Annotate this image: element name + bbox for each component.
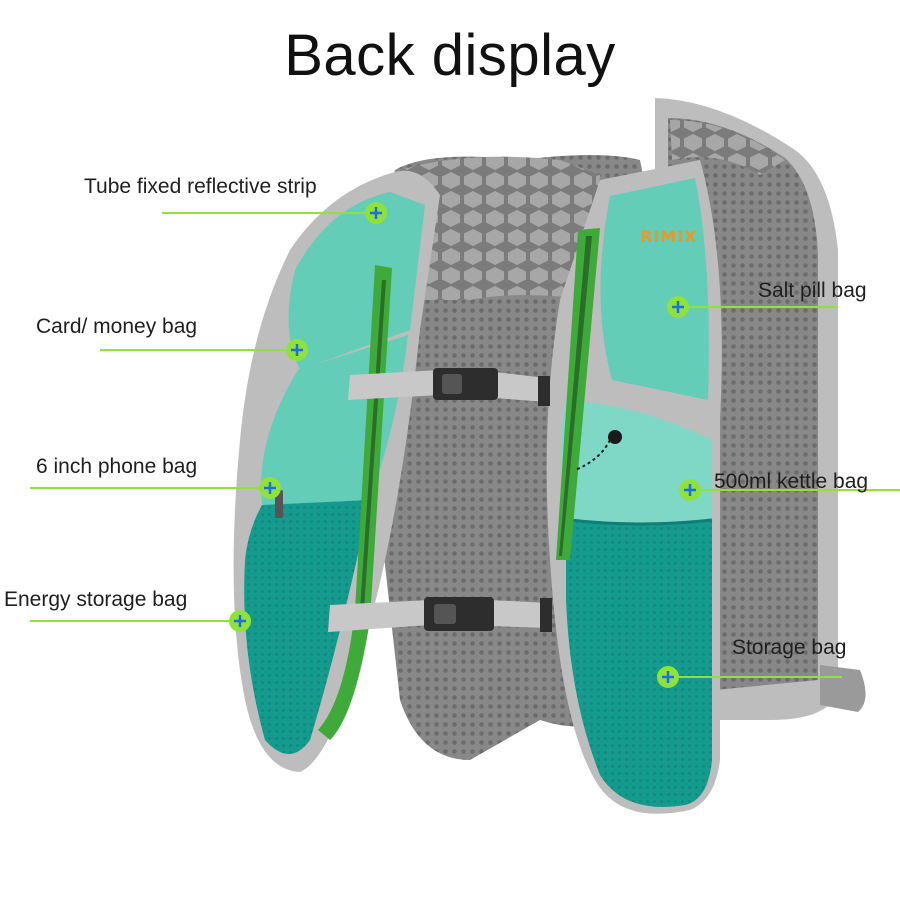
callout-label-salt: Salt pill bag xyxy=(758,279,867,302)
callout-label-storage: Storage bag xyxy=(732,636,847,659)
plus-circle-icon xyxy=(657,666,679,688)
right-front-panel: RIMIX xyxy=(546,160,722,814)
callout-lines xyxy=(30,212,900,678)
callout-label-kettle: 500ml kettle bag xyxy=(714,470,869,493)
left-front-panel xyxy=(233,170,440,773)
svg-text:RIMIX: RIMIX xyxy=(640,227,697,246)
sternum-strap-lower xyxy=(328,597,552,632)
plus-circle-icon xyxy=(286,339,308,361)
plus-circle-icon xyxy=(667,296,689,318)
callout-markers xyxy=(229,202,701,688)
callout-label-phone: 6 inch phone bag xyxy=(36,455,198,478)
plus-circle-icon xyxy=(229,610,251,632)
page-title: Back display xyxy=(284,23,616,88)
callout-label-tube: Tube fixed reflective strip xyxy=(84,175,317,198)
callout-label-energy: Energy storage bag xyxy=(4,588,188,611)
callout-label-card: Card/ money bag xyxy=(36,315,198,338)
plus-circle-icon xyxy=(259,477,281,499)
plus-circle-icon xyxy=(365,202,387,224)
plus-circle-icon xyxy=(679,479,701,501)
sternum-strap-upper xyxy=(348,368,550,406)
